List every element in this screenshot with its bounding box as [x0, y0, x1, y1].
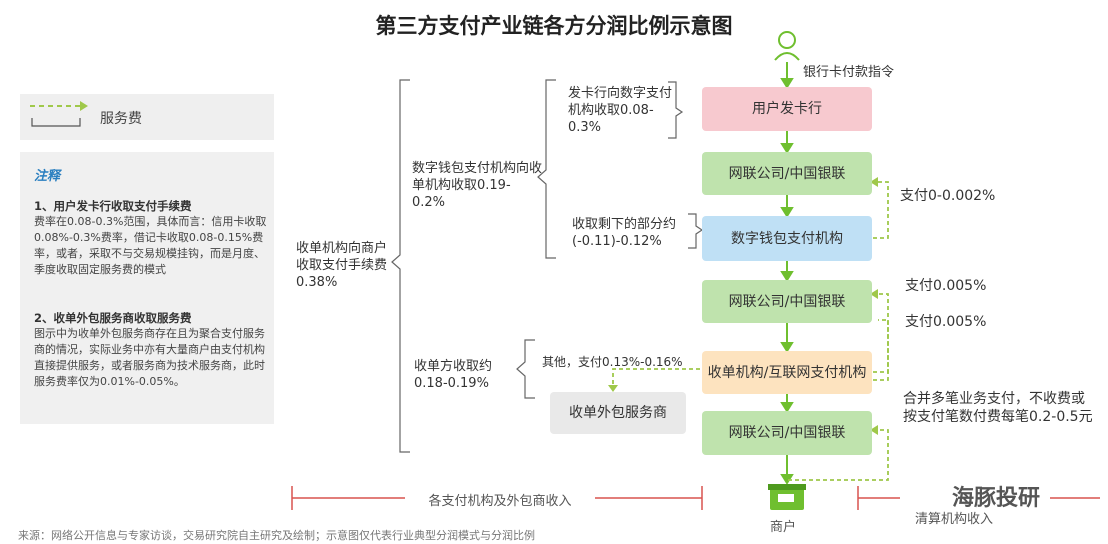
wallet-brace: [537, 79, 556, 259]
legend-bracket: [31, 118, 81, 127]
node-unionpay-1: 网联公司/中国银联: [702, 152, 872, 195]
issuer-fee-text: 发卡行向数字支付机构收取0.08-0.3%: [568, 86, 673, 135]
income-right-label: 清算机构收入: [915, 512, 994, 527]
node-acquirer: 收单机构/互联网支付机构: [702, 351, 872, 394]
right-label-merge: 合并多笔业务支付，不收费或按支付笔数付费每笔0.2-0.5元: [903, 391, 1093, 425]
source-note: 来源：网络公开信息与专家访谈，交易研究院自主研究及绘制；示意图仅代表行业典型分润…: [18, 529, 535, 542]
note-heading: 注释: [34, 169, 61, 184]
acquirer-fee-text: 收单方收取约0.18-0.19%: [414, 359, 493, 391]
node-user-issuer: 用户发卡行: [702, 87, 872, 131]
node-unionpay-3: 网联公司/中国银联: [702, 411, 872, 455]
legend-box: [20, 94, 274, 140]
left-brace-text: 收单机构向商户收取支付手续费0.38%: [296, 241, 388, 290]
wallet-fee-text: 数字钱包支付机构向收单机构收取0.19-0.2%: [412, 161, 543, 210]
top-instruction-label: 银行卡付款指令: [803, 65, 895, 80]
user-icon: [774, 31, 800, 61]
remaining-share-text: 收取剩下的部分约(-0.11)-0.12%: [572, 217, 677, 249]
merchant-label: 商户: [770, 520, 797, 535]
right-label-pay2: 支付0.005%: [905, 278, 987, 294]
node-wallet-institution: 数字钱包支付机构: [702, 216, 872, 261]
other-payment-text: 其他，支付0.13%-0.16%: [542, 355, 683, 369]
legend-label: 服务费: [100, 111, 142, 127]
left-brace: [391, 79, 410, 453]
note-box: [20, 152, 274, 424]
node-unionpay-2: 网联公司/中国银联: [702, 280, 872, 323]
note-item1-title: 1、用户发卡行收取支付手续费: [34, 199, 192, 213]
remaining-brace: [688, 213, 704, 249]
legend-arrowhead: [80, 101, 88, 111]
note-item1-body: 费率在0.08-0.3%范围，具体而言：信用卡收取0.08%-0.3%费率，借记…: [34, 215, 267, 276]
outsource-provider-box: 收单外包服务商: [550, 392, 686, 434]
watermark: 海豚投研: [952, 486, 1041, 511]
income-left-label: 各支付机构及外包商收入: [428, 494, 572, 509]
store-icon: [768, 484, 806, 510]
note-item2-title: 2、收单外包服务商收取服务费: [34, 311, 192, 325]
page-title: 第三方支付产业链各方分润比例示意图: [375, 14, 733, 38]
issuer-brace: [668, 81, 684, 139]
note-item2-body: 图示中为收单外包服务商存在且为聚合支付服务商的情况，实际业务中亦有大量商户由支付…: [34, 327, 265, 388]
right-label-pay3: 支付0.005%: [905, 314, 987, 330]
acquirer-brace: [516, 339, 535, 399]
right-label-pay1: 支付0-0.002%: [900, 188, 996, 204]
